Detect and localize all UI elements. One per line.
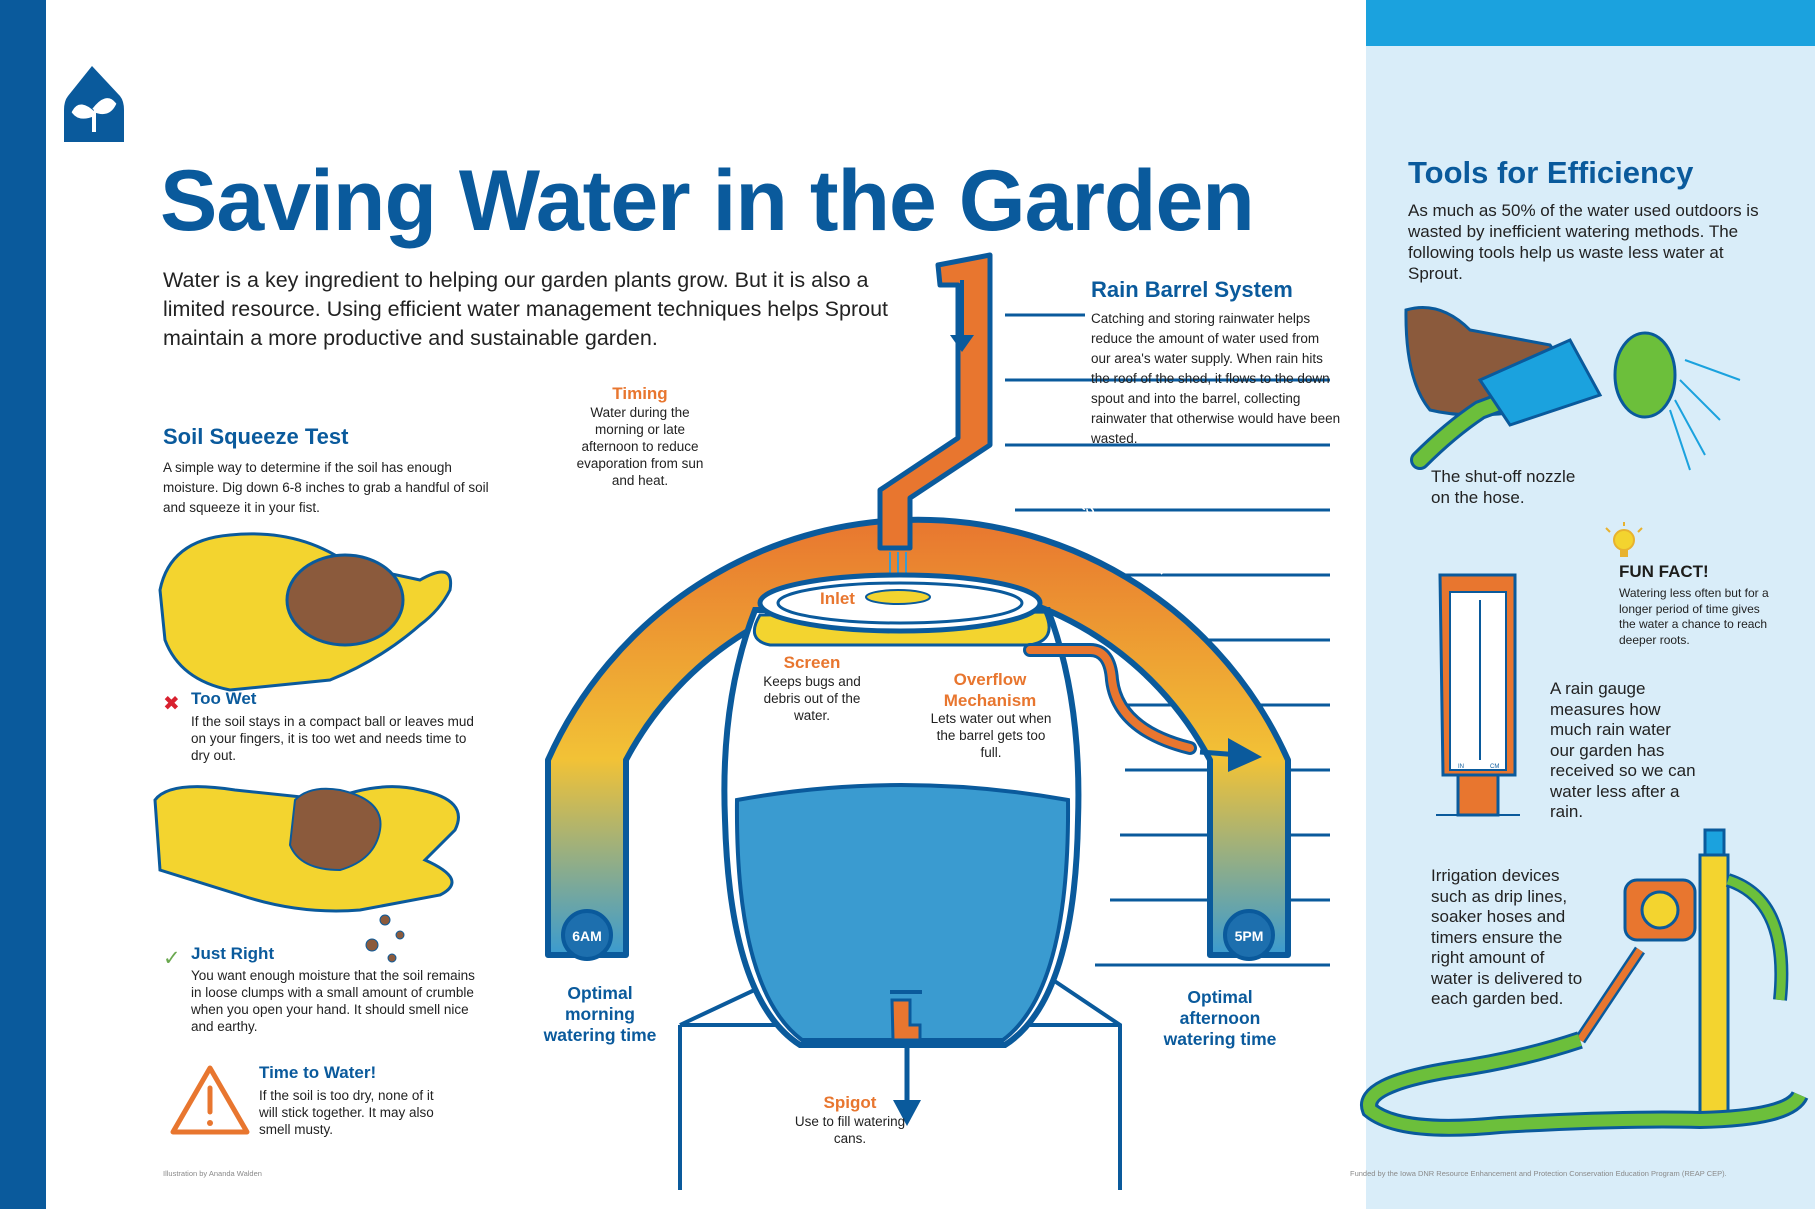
morning-badge: 6AM — [572, 928, 602, 944]
funding-credit: Funded by the Iowa DNR Resource Enhancem… — [1350, 1169, 1727, 1178]
soil-test-text: A simple way to determine if the soil ha… — [163, 460, 489, 515]
too-wet-title: Too Wet — [191, 689, 257, 708]
tools-panel-top-bar — [1366, 0, 1815, 46]
soil-test-title: Soil Squeeze Test — [163, 424, 349, 449]
spigot-text: Use to fill watering cans. — [794, 1114, 906, 1146]
timing-text: Water during the morning or late afterno… — [576, 405, 704, 488]
spigot — [890, 998, 922, 1042]
gauge-cm-label: CM — [1490, 764, 1499, 770]
tools-title: Tools for Efficiency — [1408, 155, 1694, 190]
just-right-title: Just Right — [191, 944, 275, 963]
page-title: Saving Water in the Garden — [160, 153, 1255, 249]
too-wet-icon: ✖ — [163, 691, 180, 715]
shutoff-nozzle-illustration — [1404, 306, 1741, 471]
nozzle-text: The shut-off nozzle on the hose. — [1431, 467, 1576, 507]
screen-title: Screen — [783, 653, 841, 672]
rain-gauge-text: A rain gauge measures how much rain wate… — [1550, 679, 1696, 821]
rain-gauge-illustration: IN CM — [1436, 573, 1520, 817]
warning-icon — [170, 1065, 250, 1135]
optimal-morning-label: Optimal morning watering time — [543, 983, 657, 1045]
timing-title: Timing — [612, 384, 668, 403]
fun-fact-title: FUN FACT! — [1619, 562, 1709, 581]
illustration-credit: Illustration by Ananda Walden — [163, 1169, 262, 1178]
rain-barrel-title: Rain Barrel System — [1091, 277, 1293, 302]
intro-text: Water is a key ingredient to helping our… — [163, 268, 889, 350]
too-wet-text: If the soil stays in a compact ball or l… — [191, 714, 474, 763]
irrigation-timer-illustration — [1360, 828, 1809, 1137]
gauge-in-label: IN — [1458, 764, 1464, 770]
optimal-afternoon-label: Optimal afternoon watering time — [1163, 987, 1277, 1049]
time-to-water-text: If the soil is too dry, none of it will … — [259, 1088, 434, 1137]
sprout-logo-icon — [64, 66, 124, 142]
just-right-text: You want enough moisture that the soil r… — [191, 968, 475, 1034]
inlet-label: Inlet — [820, 589, 855, 608]
overflow-text: Lets water out when the barrel gets too … — [930, 711, 1052, 760]
tools-intro: As much as 50% of the water used outdoor… — [1408, 201, 1759, 283]
lightbulb-icon — [1605, 522, 1643, 557]
overflow-title: Overflow Mechanism — [943, 670, 1037, 710]
barrel-water — [734, 783, 1071, 1042]
fun-fact-text: Watering less often but for a longer per… — [1619, 586, 1769, 647]
irrigation-text: Irrigation devices such as drip lines, s… — [1431, 866, 1583, 1008]
screen-text: Keeps bugs and debris out of the water. — [763, 674, 861, 723]
hand-crumbly-soil-illustration — [153, 785, 460, 963]
afternoon-badge: 5PM — [1235, 928, 1264, 944]
just-right-icon: ✓ — [163, 946, 181, 970]
hand-soil-ball-illustration — [158, 532, 453, 692]
spigot-title: Spigot — [823, 1093, 877, 1112]
time-to-water-title: Time to Water! — [259, 1063, 377, 1082]
rain-barrel-text: Catching and storing rainwater helps red… — [1091, 311, 1341, 446]
left-brand-stripe — [0, 0, 46, 1209]
